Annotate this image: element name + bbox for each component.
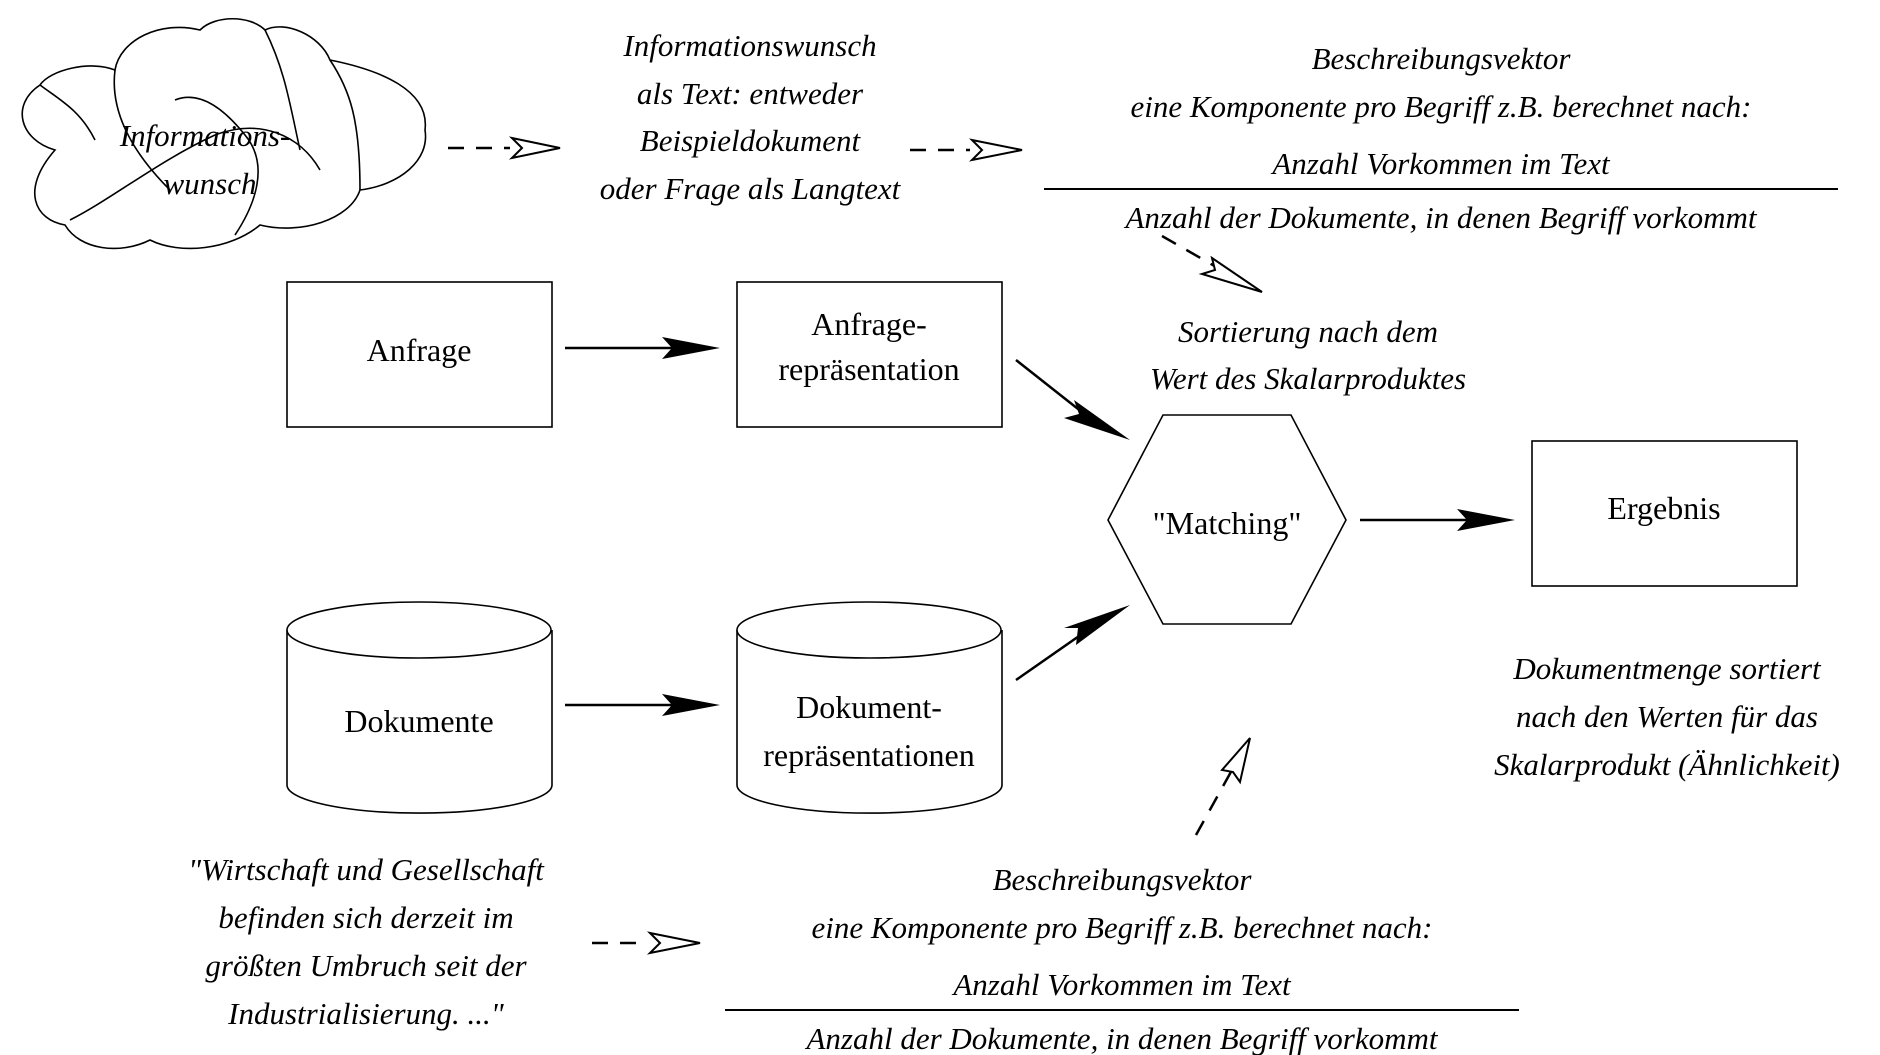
- request-text-line3: Beispieldokument: [640, 123, 862, 158]
- result-note-line3: Skalarprodukt (Ähnlichkeit): [1494, 747, 1840, 782]
- information-need-cloud: [21, 18, 427, 250]
- bottom-vector-title: Beschreibungsvektor: [993, 862, 1253, 897]
- quote-line4: Industrialisierung. ...": [227, 996, 505, 1031]
- dashed-arrow-vector-to-sorting: [1161, 234, 1263, 293]
- dashed-arrow-vector-to-matching: [1194, 737, 1251, 836]
- sorting-note-line2: Wert des Skalarproduktes: [1150, 361, 1466, 396]
- matching-label: "Matching": [1153, 505, 1302, 541]
- dokument-representations-label-line1: Dokument-: [796, 689, 942, 725]
- arrow-document-representations-to-matching: [1015, 605, 1130, 682]
- cloud-label-line2: wunsch: [164, 166, 257, 201]
- anfrage-representation-label-line1: Anfrage-: [811, 306, 926, 342]
- dashed-arrow-quote-to-vector: [592, 931, 701, 955]
- quote-line2: befinden sich derzeit im: [218, 900, 513, 935]
- sorting-note-line1: Sortierung nach dem: [1178, 314, 1438, 349]
- arrow-documents-to-representations: [565, 694, 720, 716]
- bottom-vector-denominator: Anzahl der Dokumente, in denen Begriff v…: [804, 1021, 1438, 1055]
- anfrage-representation-box: [736, 281, 1003, 428]
- arrow-query-representation-to-matching: [1015, 359, 1130, 440]
- ergebnis-box: [1531, 440, 1798, 587]
- result-note-line1: Dokumentmenge sortiert: [1512, 651, 1822, 686]
- anfrage-label: Anfrage: [367, 332, 472, 368]
- anfrage-box: [286, 281, 553, 428]
- request-text-line4: oder Frage als Langtext: [600, 171, 902, 206]
- bottom-vector-numerator: Anzahl Vorkommen im Text: [951, 967, 1292, 1002]
- arrow-matching-to-result: [1360, 509, 1515, 531]
- top-vector-title: Beschreibungsvektor: [1312, 41, 1572, 76]
- top-vector-numerator: Anzahl Vorkommen im Text: [1270, 146, 1611, 181]
- ergebnis-label: Ergebnis: [1607, 490, 1720, 526]
- result-note-line2: nach den Werten für das: [1516, 699, 1818, 734]
- quote-line1: "Wirtschaft und Gesellschaft: [188, 852, 545, 887]
- dokumente-cylinder: [286, 601, 553, 814]
- dokumente-label: Dokumente: [344, 703, 493, 739]
- dashed-arrow-cloud-to-request: [448, 136, 561, 160]
- cloud-label-line1: Informations-: [119, 118, 291, 153]
- anfrage-representation-label-line2: repräsentation: [778, 351, 959, 387]
- quote-line3: größten Umbruch seit der: [205, 948, 527, 983]
- bottom-vector-subtitle: eine Komponente pro Begriff z.B. berechn…: [812, 910, 1433, 945]
- dashed-arrow-request-to-vector: [910, 138, 1023, 162]
- top-vector-denominator: Anzahl der Dokumente, in denen Begriff v…: [1123, 200, 1757, 235]
- dokument-representations-label-line2: repräsentationen: [763, 737, 974, 773]
- request-text-line2: als Text: entweder: [637, 76, 864, 111]
- matching-hexagon: [1107, 414, 1347, 625]
- arrow-anfrage-to-representation: [565, 337, 720, 359]
- request-text-line1: Informationswunsch: [622, 28, 876, 63]
- dokument-representations-cylinder: [736, 601, 1003, 814]
- top-vector-subtitle: eine Komponente pro Begriff z.B. berechn…: [1131, 89, 1752, 124]
